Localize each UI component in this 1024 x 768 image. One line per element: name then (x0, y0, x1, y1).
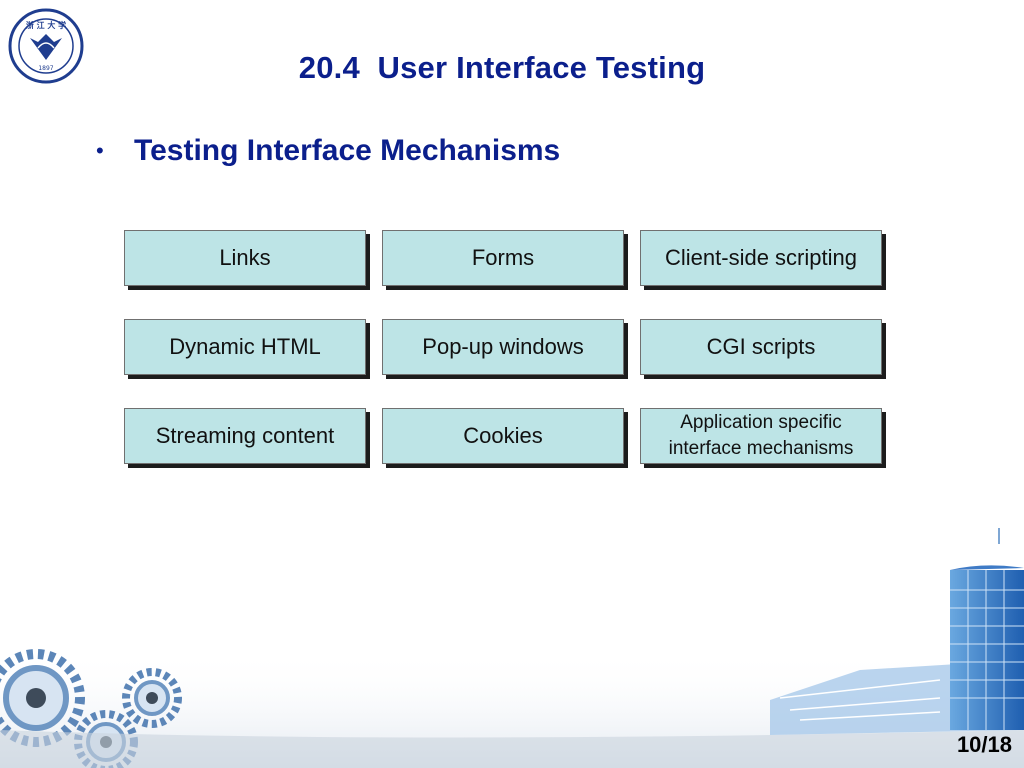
bullet-text: Testing Interface Mechanisms (134, 134, 561, 167)
mechanism-box-cookies: Cookies (382, 408, 624, 464)
university-seal-icon: 浙 江 大 学 1897 (8, 8, 84, 84)
building-icon (770, 565, 1024, 735)
mechanism-box-forms: Forms (382, 230, 624, 286)
mechanism-box-application-specific: Application specific interface mechanism… (640, 408, 882, 464)
bullet-item: • Testing Interface Mechanisms (96, 134, 560, 168)
mechanism-box-links: Links (124, 230, 366, 286)
mechanism-box-popup-windows: Pop-up windows (382, 319, 624, 375)
svg-text:1897: 1897 (38, 65, 53, 72)
slide-title: 20.4 User Interface Testing (298, 50, 706, 85)
page-number: 10/18 (956, 732, 1012, 757)
mechanism-grid: Links Forms Client-side scripting Dynami… (124, 230, 892, 470)
mechanism-box-cgi-scripts: CGI scripts (640, 319, 882, 375)
mechanism-box-client-side-scripting: Client-side scripting (640, 230, 882, 286)
svg-text:浙 江 大 学: 浙 江 大 学 (26, 20, 66, 30)
mechanism-box-streaming-content: Streaming content (124, 408, 366, 464)
decorative-background (0, 528, 1024, 768)
mechanism-box-dynamic-html: Dynamic HTML (124, 319, 366, 375)
bullet-marker: • (96, 138, 104, 163)
